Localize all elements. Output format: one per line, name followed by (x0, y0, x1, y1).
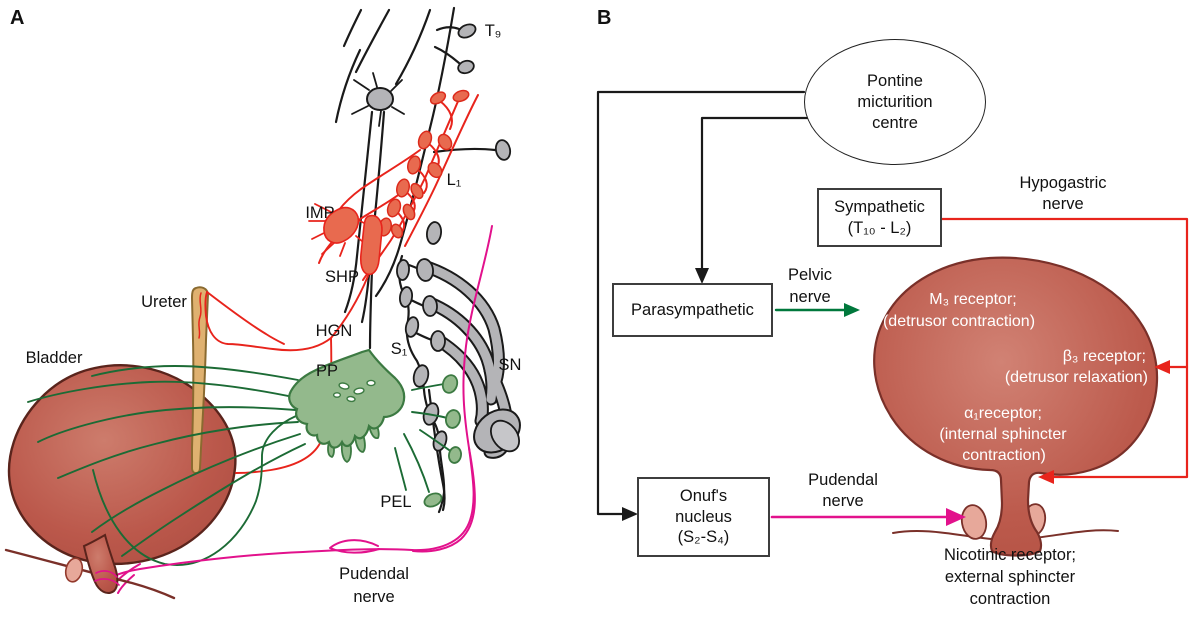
label-s1: S₁ (390, 339, 408, 358)
sciatic-nerve-trunk (417, 259, 521, 459)
onufs-label-line3: (S₂-S₄) (677, 528, 730, 547)
pontine-to-parasympathetic-connector (695, 116, 809, 284)
stellate-ganglion (351, 72, 405, 127)
panel-a-letter: A (10, 7, 25, 29)
label-hypogastric-nerve-line1: Hypogastric (1019, 173, 1107, 192)
pontine-to-onufs-connector (596, 90, 806, 521)
pelvic-nerve-branches-green (27, 365, 453, 566)
label-pudendal-nerve-b-line2: nerve (822, 491, 864, 510)
onufs-label-line2: nucleus (675, 507, 732, 526)
shp-ganglion (359, 214, 383, 276)
panel-a-illustration (4, 6, 521, 600)
bladder-neck-sphincter-a (64, 533, 120, 594)
label-b3-receptor-line2: (detrusor relaxation) (1004, 369, 1148, 386)
label-shp: SHP (325, 267, 359, 286)
label-nicotinic-line2: external sphincter (944, 567, 1076, 586)
sympathetic-label-line1: Sympathetic (834, 198, 925, 216)
sympathetic-box: Sympathetic (T₁₀ - L₂) (817, 188, 942, 247)
label-pudendal-nerve-b-line1: Pudendal (808, 470, 878, 489)
label-pelvic-nerve-line1: Pelvic (787, 265, 833, 284)
panel-b-diagram (596, 90, 1189, 557)
label-ureter: Ureter (141, 292, 187, 311)
parasympathetic-box: Parasympathetic (612, 283, 773, 337)
label-hypogastric-nerve-line2: nerve (1042, 194, 1084, 213)
pontine-label-line2: micturition (857, 92, 933, 111)
onufs-nucleus-box: Onuf's nucleus (S₂-S₄) (637, 477, 770, 557)
pelvic-nerve-arrow (774, 303, 860, 317)
imp-ganglion (308, 203, 367, 257)
sympathetic-label-line2: (T₁₀ - L₂) (847, 218, 912, 237)
label-pelvic-nerve-line2: nerve (789, 287, 831, 306)
label-l1: L₁ (446, 170, 462, 189)
pudendal-nerve-arrow (770, 508, 966, 526)
label-b3-receptor-line1: β₃ receptor; (1062, 348, 1146, 365)
chain-ganglia-gray (396, 23, 512, 452)
hypogastric-nerve-arrow (940, 217, 1189, 484)
pelvic-plexus-pp (288, 348, 406, 463)
label-hgn: HGN (315, 321, 353, 340)
label-t9: T₉ (484, 21, 502, 40)
pelvic-floor-line-a (4, 548, 176, 600)
panel-b-letter: B (597, 7, 612, 29)
label-imp: IMP (305, 203, 335, 222)
label-a1-receptor-line1: α₁receptor; (964, 405, 1042, 422)
pontine-micturition-centre-node: Pontine micturition centre (804, 39, 986, 165)
pontine-label-line3: centre (872, 113, 918, 132)
label-m3-receptor-line1: M₃ receptor; (929, 291, 1017, 308)
parasympathetic-label: Parasympathetic (631, 300, 754, 319)
label-a1-receptor-line2: (internal sphincter (939, 426, 1067, 443)
label-m3-receptor-line2: (detrusor contraction) (882, 313, 1036, 330)
label-a1-receptor-line3: contraction) (962, 447, 1046, 464)
pudendal-nerve-a (111, 225, 493, 594)
label-bladder: Bladder (25, 348, 83, 367)
label-pudendal-nerve-a-line2: nerve (353, 587, 395, 606)
onufs-label-line1: Onuf's (679, 487, 728, 506)
bladder-b (873, 256, 1159, 557)
pel-ganglia (423, 374, 462, 508)
label-pel: PEL (380, 492, 412, 511)
pontine-label-line1: Pontine (867, 71, 923, 90)
label-sn: SN (498, 355, 522, 374)
label-pudendal-nerve-a-line1: Pudendal (339, 564, 409, 583)
label-pp: PP (315, 361, 339, 380)
label-nicotinic-line1: Nicotinic receptor; (943, 545, 1077, 564)
label-nicotinic-line3: contraction (969, 589, 1051, 608)
